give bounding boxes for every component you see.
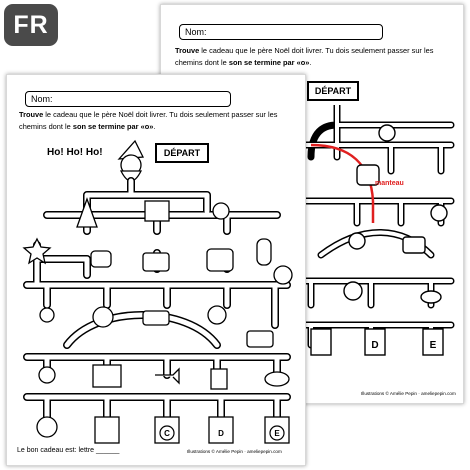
solution-path	[310, 143, 375, 223]
gift-letter-e: E	[274, 429, 280, 438]
gift-box-e-icon	[422, 328, 444, 356]
bells-icon	[92, 306, 114, 328]
gift-box-b-icon	[310, 328, 332, 356]
gift-box-d-icon	[208, 416, 234, 444]
bells-icon	[343, 281, 363, 301]
gift-letter-d: D	[371, 340, 378, 351]
cookies-icon	[420, 290, 442, 304]
name-field: Nom:	[179, 24, 383, 40]
mittens-icon	[90, 250, 112, 268]
maze-front: C D E	[22, 139, 293, 444]
castle-icon	[92, 364, 122, 388]
ornament-small-icon	[39, 307, 55, 323]
hohoho-text: Ho! Ho! Ho!	[47, 147, 103, 158]
name-label: Nom:	[31, 94, 53, 104]
cake-icon	[246, 330, 274, 348]
credit-back: Illustrations © Amélie Pepin · ameliepep…	[361, 391, 456, 396]
gift-letter-d: D	[218, 429, 224, 438]
gift-ornament-a-icon	[36, 416, 58, 438]
sleigh-icon	[142, 310, 170, 326]
gift-box-b-icon	[94, 416, 120, 444]
annotation-word: manteau	[375, 180, 404, 187]
top-hat-icon	[144, 200, 170, 222]
answer-line: Le bon cadeau est: lettre ______	[17, 447, 120, 454]
language-badge: FR	[4, 4, 58, 46]
maze-icons-back	[310, 124, 448, 356]
coat-icon	[356, 164, 380, 186]
ornament-icon	[430, 204, 448, 222]
santa-icon	[117, 139, 145, 182]
name-field: Nom:	[25, 91, 231, 107]
gift-letter-e: E	[430, 340, 437, 351]
depart-label: DÉPART	[307, 81, 359, 101]
gingerbread-icon	[378, 124, 396, 142]
gift-letter-c: C	[164, 429, 170, 438]
instructions: Trouve le cadeau que le père Noël doit l…	[175, 46, 434, 67]
cake-icon	[402, 236, 426, 254]
coat-icon	[206, 248, 234, 272]
ornament-icon	[273, 265, 293, 285]
gingerbread-icon	[212, 202, 230, 220]
worksheet-front: Nom: Trouve le cadeau que le père Noël d…	[6, 74, 306, 466]
cookies-icon	[264, 371, 290, 387]
star-icon	[22, 237, 52, 265]
elf-icon	[207, 305, 227, 325]
candle-icon	[210, 368, 228, 390]
credit-front: Illustrations © Amélie Pepin · ameliepep…	[187, 449, 282, 454]
gift-box-d-icon	[364, 328, 386, 356]
instructions: Trouve le cadeau que le père Noël doit l…	[19, 110, 278, 131]
elf-icon	[348, 232, 366, 250]
depart-label: DÉPART	[155, 143, 209, 163]
christmas-tree-icon	[76, 197, 98, 228]
name-label: Nom:	[185, 27, 207, 37]
candy-cane-icon	[256, 238, 272, 266]
ring-icon	[38, 366, 56, 384]
trumpet-icon	[155, 367, 180, 385]
boots-icon	[142, 252, 170, 272]
